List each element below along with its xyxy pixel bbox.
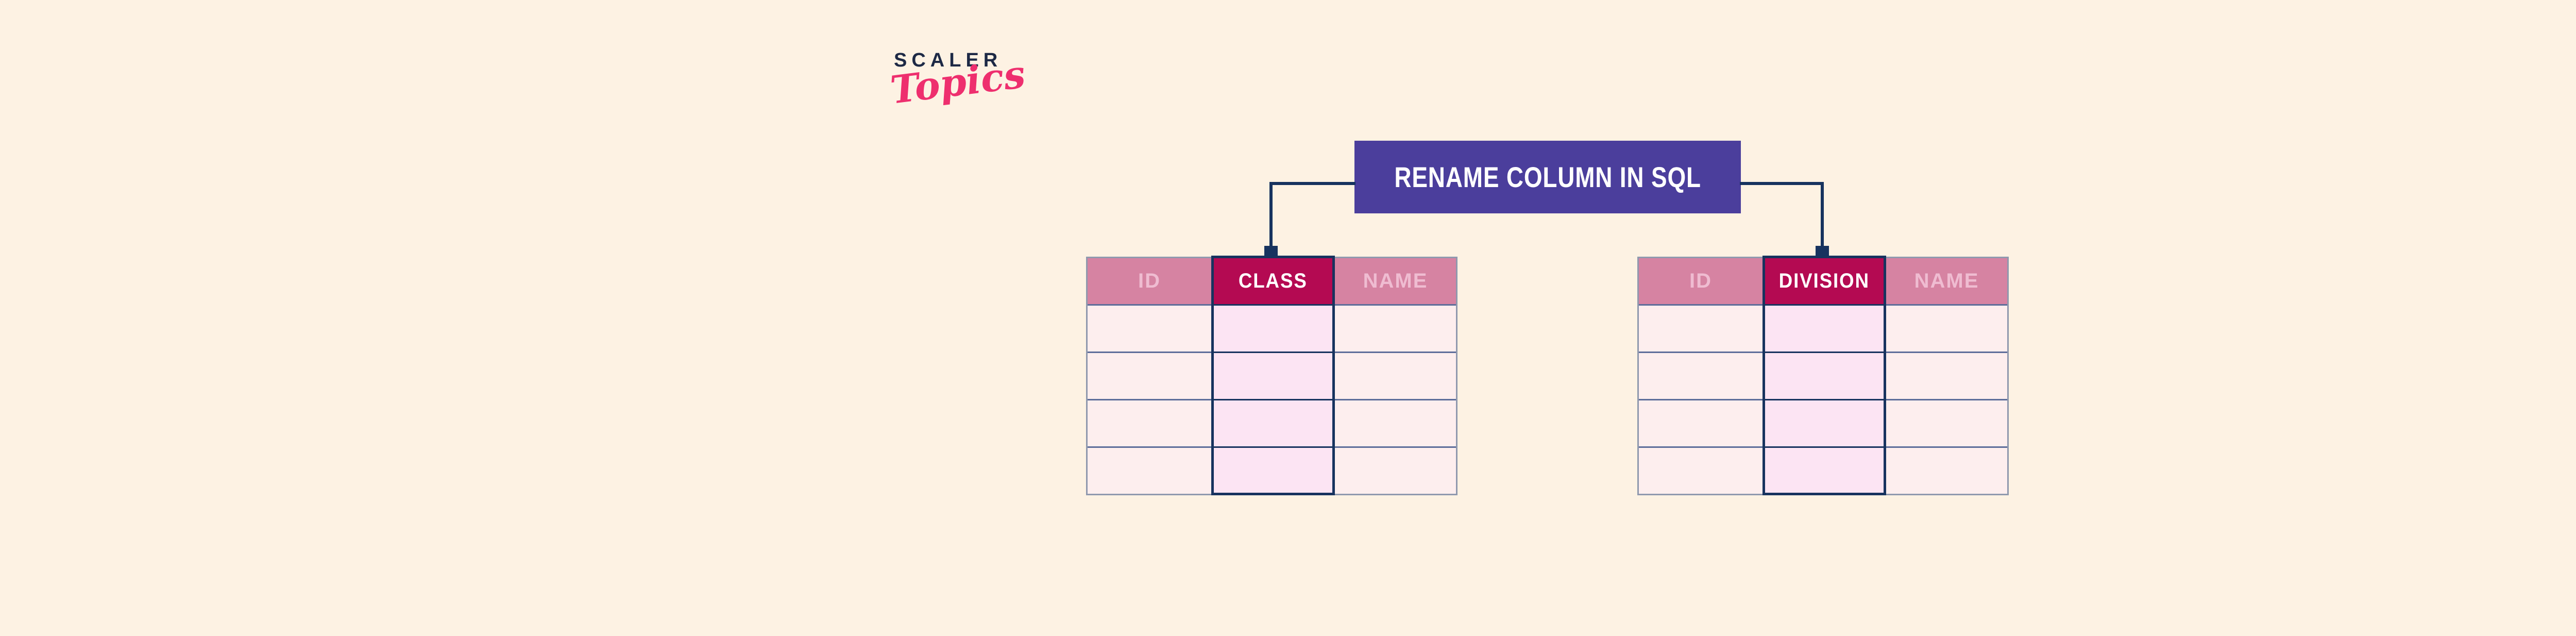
table-cell bbox=[1211, 304, 1335, 352]
column-header-division-highlighted: DIVISION bbox=[1762, 256, 1886, 304]
connector-right-horizontal bbox=[1740, 182, 1823, 185]
table-cell bbox=[1335, 399, 1456, 446]
table-row bbox=[1639, 446, 2007, 495]
table-row bbox=[1088, 446, 1456, 495]
table-row bbox=[1639, 304, 2007, 352]
connector-right-vertical bbox=[1821, 182, 1824, 248]
column-header-name: NAME bbox=[1335, 258, 1456, 304]
table-cell bbox=[1886, 352, 2007, 399]
table-cell bbox=[1639, 446, 1762, 494]
column-header-id: ID bbox=[1639, 258, 1762, 304]
column-header-name: NAME bbox=[1886, 258, 2007, 304]
table-cell bbox=[1762, 304, 1886, 352]
table-cell bbox=[1088, 446, 1211, 494]
table-cell bbox=[1088, 352, 1211, 399]
table-cell bbox=[1639, 304, 1762, 352]
table-cell bbox=[1088, 304, 1211, 352]
table-cell bbox=[1886, 304, 2007, 352]
title-banner: RENAME COLUMN IN SQL bbox=[1354, 141, 1741, 213]
title-banner-label: RENAME COLUMN IN SQL bbox=[1394, 161, 1701, 193]
table-cell bbox=[1639, 352, 1762, 399]
column-header-id: ID bbox=[1088, 258, 1211, 304]
table-row bbox=[1088, 304, 1456, 352]
table-cell bbox=[1335, 304, 1456, 352]
connector-left-endpoint bbox=[1264, 246, 1278, 257]
table-row bbox=[1639, 399, 2007, 446]
table-cell bbox=[1211, 352, 1335, 399]
table-cell bbox=[1335, 352, 1456, 399]
table-header-row: ID CLASS NAME bbox=[1088, 256, 1456, 304]
connector-right-endpoint bbox=[1816, 246, 1829, 257]
table-cell bbox=[1088, 399, 1211, 446]
table-header-row: ID DIVISION NAME bbox=[1639, 256, 2007, 304]
table-cell bbox=[1886, 399, 2007, 446]
connector-left-horizontal bbox=[1270, 182, 1355, 185]
column-header-class-highlighted: CLASS bbox=[1211, 256, 1335, 304]
table-cell bbox=[1762, 446, 1886, 495]
logo-brand-text: SCALER bbox=[894, 49, 1003, 71]
table-cell bbox=[1335, 446, 1456, 494]
table-cell bbox=[1762, 399, 1886, 446]
table-row bbox=[1088, 399, 1456, 446]
connector-left-vertical bbox=[1269, 182, 1273, 248]
table-row bbox=[1639, 352, 2007, 399]
table-cell bbox=[1211, 399, 1335, 446]
table-cell bbox=[1886, 446, 2007, 494]
table-cell bbox=[1762, 352, 1886, 399]
scaler-topics-logo: SCALER Topics bbox=[888, 49, 1028, 154]
table-cell bbox=[1639, 399, 1762, 446]
table-after-rename: ID DIVISION NAME bbox=[1637, 256, 2009, 495]
table-before-rename: ID CLASS NAME bbox=[1086, 256, 1458, 495]
table-cell bbox=[1211, 446, 1335, 495]
table-row bbox=[1088, 352, 1456, 399]
